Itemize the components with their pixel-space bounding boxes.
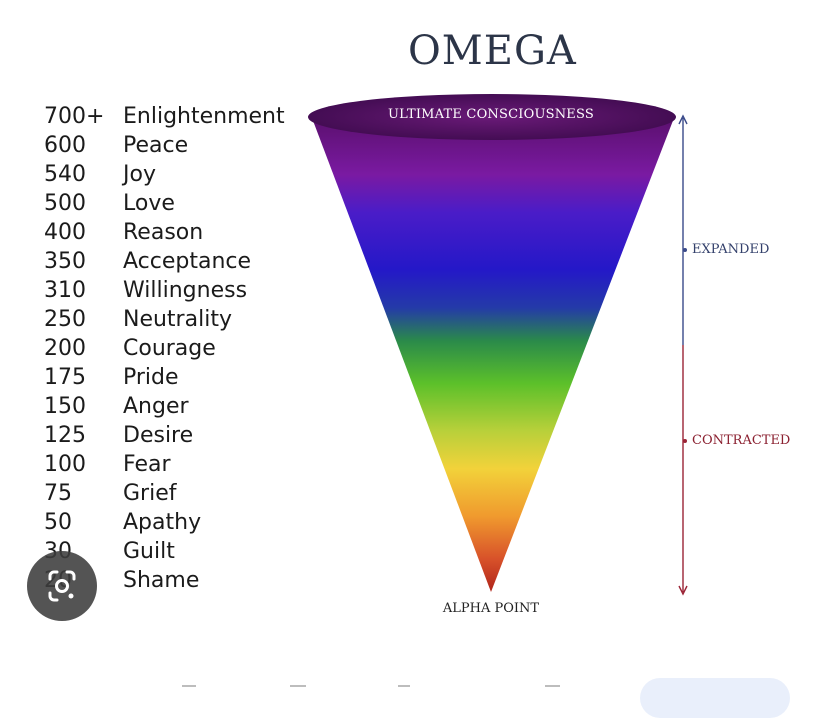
level-value: 310	[44, 278, 86, 303]
diagram-title: OMEGA	[408, 28, 577, 74]
level-value: 700+	[44, 104, 105, 129]
level-row: 400 Reason	[44, 218, 314, 247]
expanded-marker	[683, 248, 687, 252]
level-row: 600 Peace	[44, 131, 314, 160]
level-value: 250	[44, 307, 86, 332]
level-name: Willingness	[123, 278, 248, 303]
contracted-arrow-head	[678, 585, 688, 596]
level-row: 540 Joy	[44, 160, 314, 189]
level-name: Grief	[123, 481, 177, 506]
level-value: 600	[44, 133, 86, 158]
level-value: 125	[44, 423, 86, 448]
level-value: 150	[44, 394, 86, 419]
level-row: 200 Courage	[44, 334, 314, 363]
level-name: Peace	[123, 133, 189, 158]
level-row: 350 Acceptance	[44, 247, 314, 276]
level-name: Reason	[123, 220, 204, 245]
level-value: 175	[44, 365, 86, 390]
level-row: 250 Neutrality	[44, 305, 314, 334]
level-row: 310 Willingness	[44, 276, 314, 305]
consciousness-cone	[308, 94, 688, 596]
level-name: Neutrality	[123, 307, 232, 332]
level-row: 125 Desire	[44, 421, 314, 450]
google-lens-icon	[48, 570, 76, 602]
level-row: 700+ Enlightenment	[44, 102, 314, 131]
level-value: 200	[44, 336, 86, 361]
level-name: Acceptance	[123, 249, 252, 274]
level-row: 175 Pride	[44, 363, 314, 392]
level-name: Apathy	[123, 510, 202, 535]
level-row: 150 Anger	[44, 392, 314, 421]
ultimate-consciousness-label: ULTIMATE CONSCIOUSNESS	[388, 107, 594, 122]
level-value: 350	[44, 249, 86, 274]
level-value: 540	[44, 162, 86, 187]
level-name: Enlightenment	[123, 104, 285, 129]
level-name: Fear	[123, 452, 171, 477]
contracted-label: CONTRACTED	[692, 433, 791, 448]
level-name: Courage	[123, 336, 216, 361]
cone-top-ellipse	[308, 94, 676, 140]
level-value: 50	[44, 510, 72, 535]
expanded-label: EXPANDED	[692, 242, 770, 257]
contracted-marker	[683, 439, 687, 443]
level-value: 500	[44, 191, 86, 216]
visual-search-button[interactable]	[27, 551, 97, 621]
level-row: 100 Fear	[44, 450, 314, 479]
level-value: 100	[44, 452, 86, 477]
level-name: Guilt	[123, 539, 175, 564]
level-value: 75	[44, 481, 72, 506]
level-name: Love	[123, 191, 175, 216]
alpha-point-label: ALPHA POINT	[442, 601, 540, 616]
level-name: Shame	[123, 568, 200, 593]
level-name: Joy	[123, 162, 156, 187]
cut-off-text-line	[182, 685, 560, 687]
level-value: 400	[44, 220, 86, 245]
level-row: 50 Apathy	[44, 508, 314, 537]
expanded-arrow-head	[678, 114, 688, 125]
level-name: Anger	[123, 394, 189, 419]
level-row: 75 Grief	[44, 479, 314, 508]
level-row: 500 Love	[44, 189, 314, 218]
level-name: Pride	[123, 365, 179, 390]
bottom-action-pill[interactable]	[640, 678, 790, 718]
level-name: Desire	[123, 423, 194, 448]
cone-body	[312, 118, 674, 592]
